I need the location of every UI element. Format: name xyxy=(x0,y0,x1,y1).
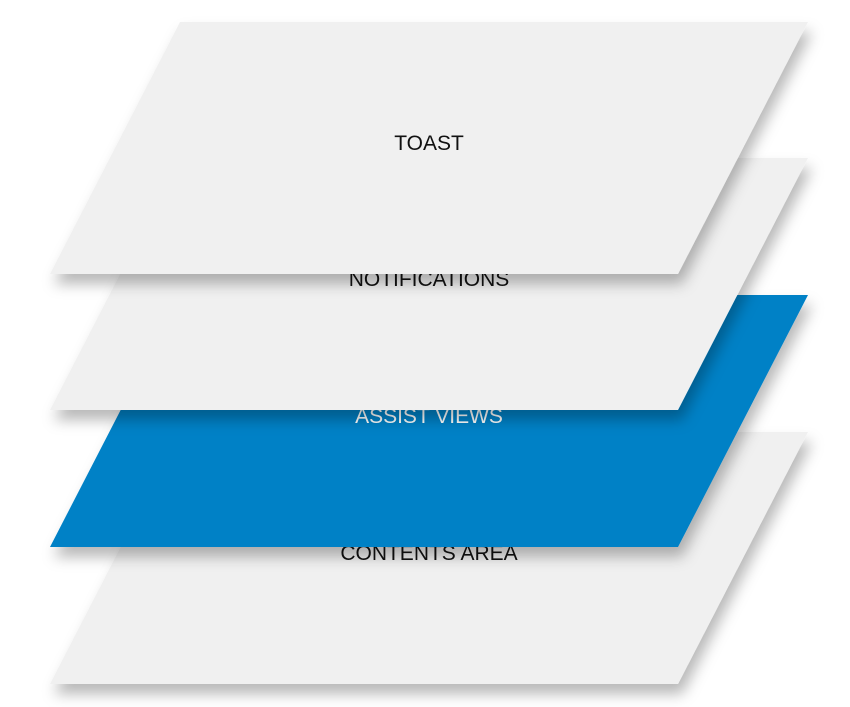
layer-toast: TOAST xyxy=(50,22,808,274)
layer-plane xyxy=(50,22,808,274)
layer-label: TOAST xyxy=(394,132,464,155)
layer-label: ASSIST VIEWS xyxy=(355,405,503,428)
layer-label: CONTENTS AREA xyxy=(340,542,517,565)
